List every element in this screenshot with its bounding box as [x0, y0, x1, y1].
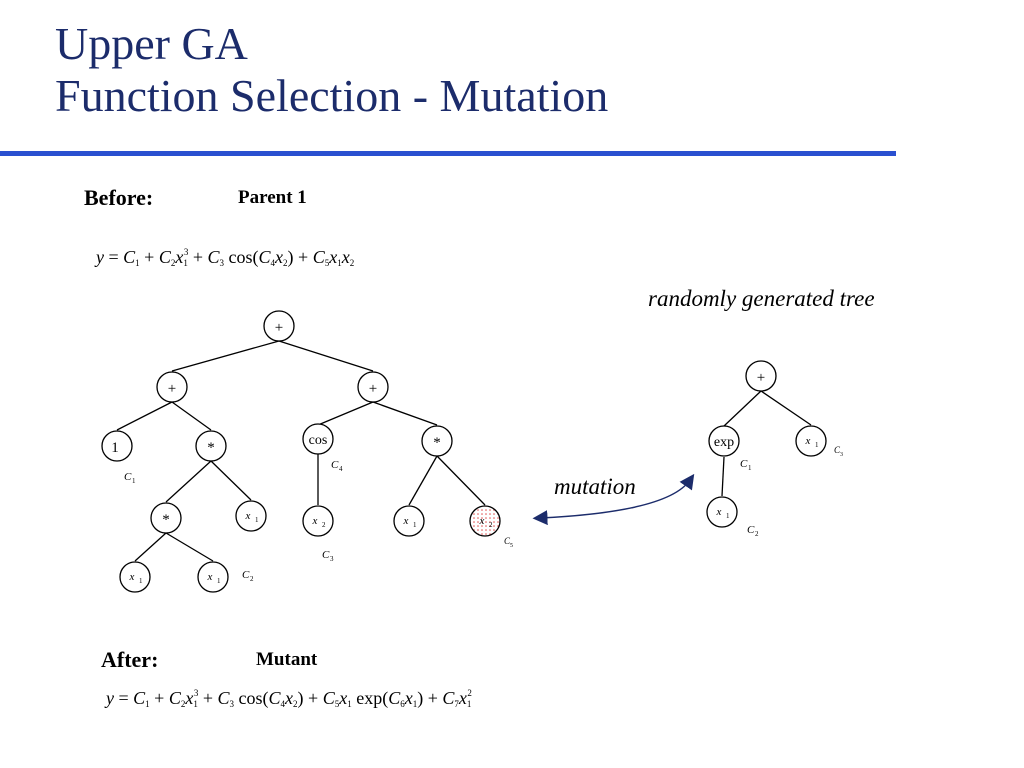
parent-tree-edges — [116, 340, 486, 562]
edge — [436, 455, 486, 506]
node-x2-a: x 2 C 3 — [302, 505, 334, 563]
node-mult-b: * — [421, 425, 453, 457]
node-x1-c: x 1 — [119, 561, 151, 593]
svg-text:1: 1 — [132, 477, 136, 485]
edge — [210, 460, 252, 501]
edge — [721, 456, 725, 497]
svg-text:x: x — [805, 435, 811, 447]
svg-text:x: x — [312, 515, 318, 527]
edge — [760, 390, 812, 426]
svg-text:1: 1 — [111, 440, 119, 456]
node-right-plus: + — [357, 371, 389, 403]
after-label: After: — [101, 647, 159, 672]
edge — [171, 401, 212, 431]
rcoef-c2: C — [747, 524, 755, 536]
node-root-plus: + — [263, 310, 295, 342]
node-x1-a: x 1 — [235, 500, 267, 532]
svg-text:x: x — [129, 571, 135, 583]
edge — [372, 401, 438, 426]
svg-text:1: 1 — [139, 577, 143, 585]
svg-text:5: 5 — [510, 543, 513, 549]
node-one: 1 C 1 — [101, 430, 136, 485]
slide-title: Upper GA Function Selection - Mutation — [55, 18, 608, 122]
rnode-x1-right: x 1 C 3 — [795, 425, 843, 458]
svg-text:cos: cos — [309, 433, 328, 448]
svg-text:exp: exp — [714, 435, 734, 450]
svg-text:1: 1 — [815, 441, 819, 449]
svg-text:*: * — [207, 440, 215, 456]
svg-text:1: 1 — [255, 516, 259, 524]
mutation-arrow — [532, 473, 695, 526]
edge — [408, 455, 438, 506]
edge — [171, 340, 280, 372]
svg-text:*: * — [433, 435, 441, 451]
node-x2-b-highlighted: x 2 C 5 — [469, 505, 513, 549]
svg-text:2: 2 — [489, 521, 493, 529]
coef-c3: C — [322, 549, 330, 561]
equation-before: y = C1 + C2x13 + C3 cos(C4x2) + C5x1x2 — [96, 247, 355, 268]
svg-text:+: + — [275, 320, 283, 336]
edge — [278, 340, 374, 372]
title-line-2: Function Selection - Mutation — [55, 70, 609, 121]
svg-text:*: * — [162, 512, 170, 528]
svg-text:2: 2 — [755, 530, 759, 538]
edge — [165, 532, 214, 562]
parent-label: Parent 1 — [238, 187, 307, 208]
node-mult-c: * — [150, 502, 182, 534]
svg-text:x: x — [207, 571, 213, 583]
svg-text:x: x — [716, 506, 722, 518]
node-cos: cos C 4 — [302, 423, 343, 473]
node-mult-a: * — [195, 430, 227, 462]
svg-text:x: x — [403, 515, 409, 527]
svg-text:3: 3 — [330, 555, 334, 563]
equation-after: y = C1 + C2x13 + C3 cos(C4x2) + C5x1 exp… — [106, 688, 472, 709]
svg-text:4: 4 — [339, 465, 343, 473]
rcoef-c3: C — [834, 445, 841, 455]
svg-text:x: x — [479, 515, 485, 527]
svg-text:+: + — [369, 381, 377, 397]
title-line-1: Upper GA — [55, 18, 248, 69]
svg-text:+: + — [757, 370, 765, 386]
svg-text:2: 2 — [322, 521, 326, 529]
rnode-root-plus: + — [745, 360, 777, 392]
coef-c5: C — [504, 536, 511, 546]
svg-text:1: 1 — [217, 577, 221, 585]
parent-tree-nodes: + + + 1 C 1 * cos C 4 * — [101, 310, 513, 593]
mutant-label: Mutant — [256, 649, 318, 670]
rnode-x1-bottom: x 1 C 2 — [706, 496, 759, 538]
coef-c1: C — [124, 471, 132, 483]
svg-text:1: 1 — [726, 512, 730, 520]
rnode-exp: exp C 1 — [708, 425, 752, 472]
node-x1-d: x 1 C 2 — [197, 561, 254, 593]
rcoef-c1: C — [740, 458, 748, 470]
random-tree-nodes: + exp C 1 x 1 C 3 x 1 C 2 — [706, 360, 843, 538]
node-x1-b: x 1 — [393, 505, 425, 537]
edge — [134, 532, 167, 562]
svg-text:1: 1 — [748, 464, 752, 472]
svg-text:x: x — [245, 510, 251, 522]
svg-text:1: 1 — [413, 521, 417, 529]
edge — [116, 401, 173, 431]
svg-text:2: 2 — [250, 575, 254, 583]
svg-text:+: + — [168, 381, 176, 397]
before-label: Before: — [84, 185, 154, 210]
random-tree-edges — [721, 390, 812, 497]
random-tree-label: randomly generated tree — [648, 286, 875, 311]
coef-c4: C — [331, 459, 339, 471]
edge — [723, 390, 762, 427]
edge — [317, 401, 374, 426]
node-left-plus: + — [156, 371, 188, 403]
svg-text:3: 3 — [840, 452, 843, 458]
title-underline — [0, 151, 896, 156]
edge — [165, 460, 212, 503]
coef-c2: C — [242, 569, 250, 581]
